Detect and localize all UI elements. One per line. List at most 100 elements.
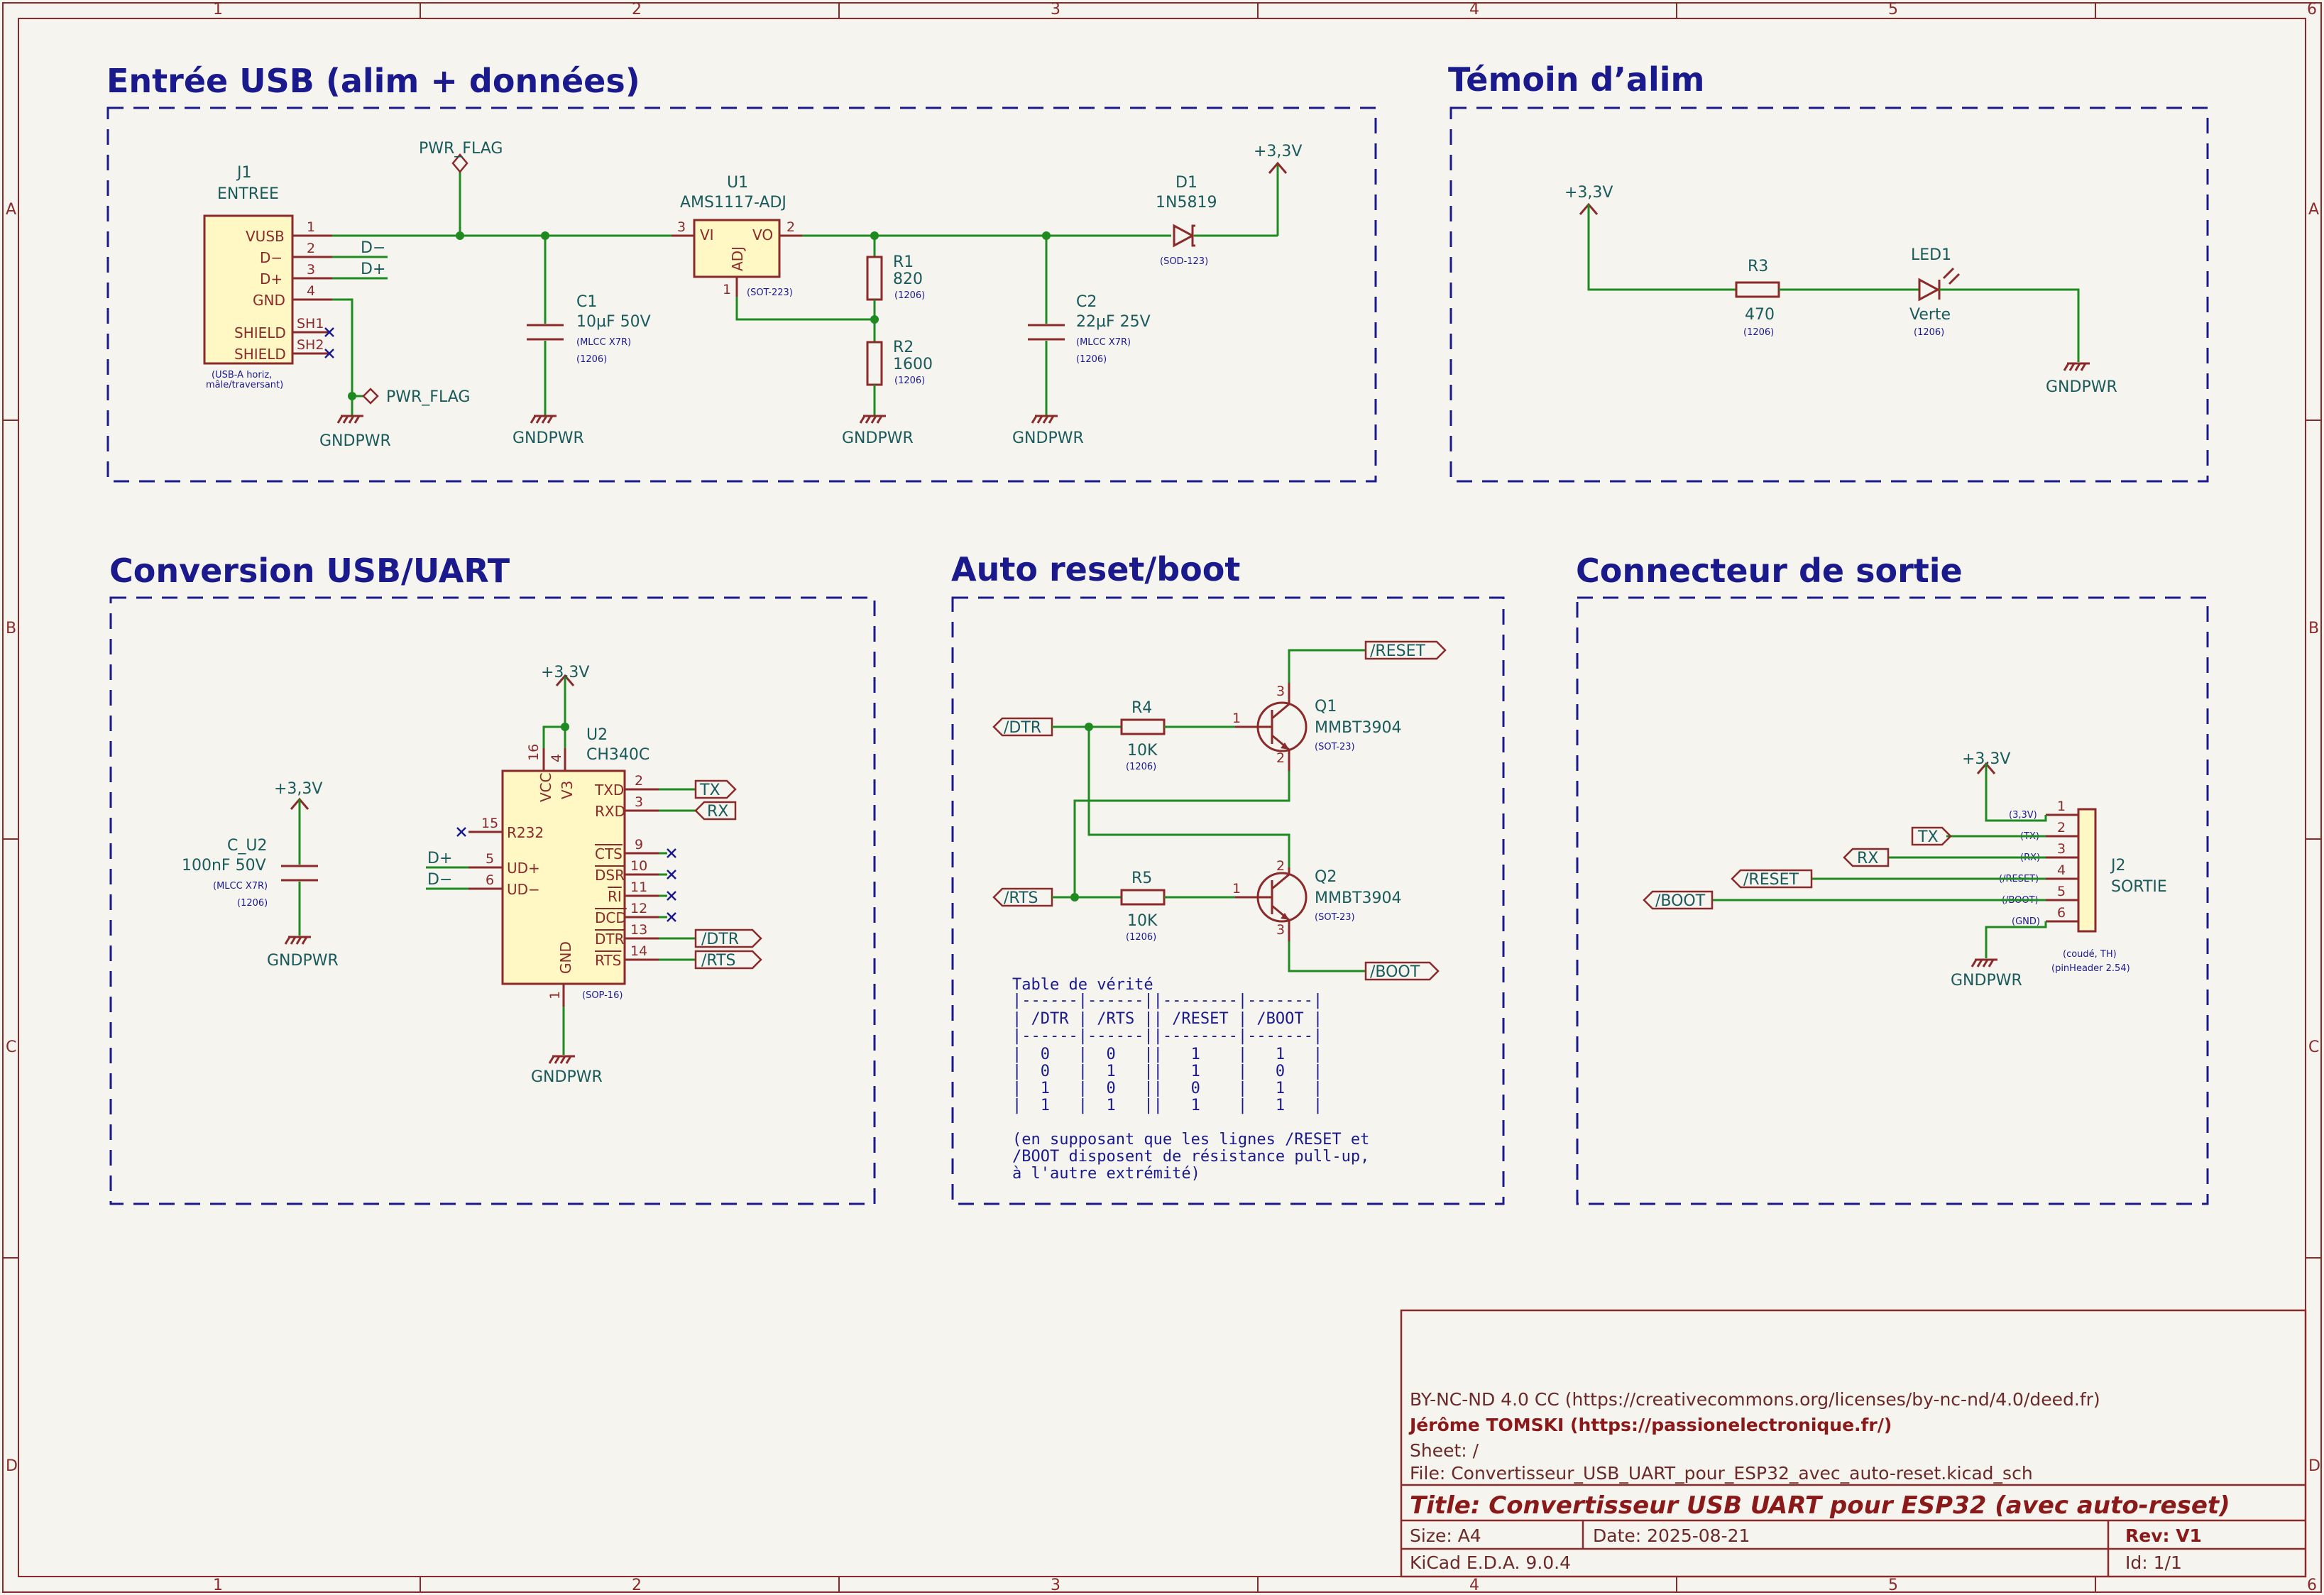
cu2-note-2: (1206) [237, 898, 268, 909]
label-dtr-u2: /DTR [701, 931, 739, 948]
q1-ref: Q1 [1315, 698, 1337, 716]
global-label-tx-j2[interactable] [1911, 826, 1952, 846]
col-label-6-bottom: 6 [2307, 1577, 2317, 1594]
j1-num-3: 3 [307, 262, 315, 278]
col-label-5: 5 [1888, 1, 1898, 18]
label-rts-ar: /RTS [1004, 889, 1038, 907]
u1-num-1: 1 [723, 282, 731, 297]
u2-ch340c-body[interactable] [501, 769, 626, 985]
r5-value: 10K [1127, 912, 1158, 930]
u1-regulator-body[interactable] [693, 219, 781, 278]
j1-num-1: 1 [307, 219, 315, 235]
u2-pin-udm: UD− [507, 881, 540, 898]
d1-diode-symbol[interactable] [1173, 224, 1195, 248]
r2-value: 1600 [893, 356, 933, 373]
label-reset-ar: /RESET [1370, 642, 1425, 660]
v33-label-d1: +3,3V [1254, 143, 1302, 160]
gnd-label-j1: GNDPWR [319, 432, 391, 450]
u1-num-2: 2 [786, 219, 795, 235]
j2-ref: J2 [2110, 857, 2126, 875]
u1-value: AMS1117-ADJ [680, 194, 786, 212]
q2-num-2: 2 [1276, 858, 1285, 874]
col-label-2-bottom: 2 [632, 1577, 642, 1594]
q1-num-3: 3 [1276, 684, 1285, 699]
label-tx-u2: TX [699, 782, 720, 799]
v33-label-cu2: +3,3V [274, 780, 322, 798]
j1-pin-gnd: GND [253, 292, 285, 309]
u2-pin-rxd: RXD [595, 803, 625, 820]
row-label-a-right: A [2308, 201, 2319, 219]
u2-ref: U2 [586, 726, 608, 744]
global-label-tx-u2[interactable] [694, 779, 737, 799]
label-rx-u2: RX [707, 803, 728, 821]
gnd-label-led: GNDPWR [2046, 378, 2117, 396]
truth-table-row-1: | 0 | 0 || 1 | 1 | [1012, 1046, 1322, 1063]
truth-table-note-3: à l'autre extrémité) [1012, 1165, 1200, 1183]
j2-num-4: 4 [2057, 862, 2066, 878]
j1-connector-body[interactable] [203, 214, 294, 365]
r5-resistor-symbol[interactable] [1120, 889, 1166, 906]
col-label-1-bottom: 1 [213, 1577, 223, 1594]
label-rts-u2: /RTS [701, 952, 736, 970]
led1-symbol[interactable] [1918, 278, 1941, 302]
global-label-reset-j2[interactable] [1731, 869, 1813, 889]
u2-num-13: 13 [630, 922, 647, 938]
u2-pin-udp: UD+ [507, 860, 540, 877]
r3-package: (1206) [1743, 327, 1774, 338]
j1-num-sh1: SH1 [297, 316, 324, 331]
u2-pin-cts: CTS [595, 845, 623, 862]
j2-num-1: 1 [2057, 799, 2066, 814]
global-label-dtr-u2[interactable] [694, 928, 762, 948]
j2-connector-body[interactable] [2077, 808, 2097, 933]
ground-icon [859, 415, 886, 424]
global-label-reset-ar[interactable] [1364, 640, 1447, 660]
c1-ref: C1 [576, 293, 597, 311]
global-label-rx-j2[interactable] [1843, 848, 1890, 867]
j2-num-3: 3 [2057, 841, 2066, 857]
power-arrow-icon [1268, 161, 1288, 174]
section-box-usb-uart [109, 596, 876, 1205]
r3-resistor-symbol[interactable] [1735, 281, 1780, 298]
r5-ref: R5 [1131, 870, 1152, 887]
row-label-d-right: D [2308, 1457, 2320, 1475]
u2-num-11: 11 [630, 879, 647, 895]
row-label-d: D [6, 1457, 18, 1475]
u2-num-3: 3 [635, 794, 643, 810]
output-connector-circuit: 1 2 3 4 5 6 (3,3V) (TX) (RX) (/RESET) (/… [1643, 750, 2167, 990]
col-label-4: 4 [1469, 1, 1479, 18]
cu2-note-1: (MLCC X7R) [213, 881, 268, 892]
ground-icon [1031, 415, 1058, 424]
u2-pin-ri: RI [608, 888, 622, 905]
gnd-label-u2: GNDPWR [531, 1068, 603, 1086]
u1-num-3: 3 [677, 219, 686, 235]
c1-note-2: (1206) [576, 354, 607, 365]
pwr-flag-label-1: PWR_FLAG [419, 140, 503, 158]
u2-pin-rts: RTS [595, 952, 621, 969]
row-label-c-right: C [2308, 1038, 2319, 1056]
j2-num-6: 6 [2057, 905, 2066, 921]
power-led-circuit: +3,3V GNDPWR R3 470 (1206) LED1 Verte (1… [1564, 184, 2117, 396]
global-label-boot-ar[interactable] [1364, 961, 1440, 981]
title-block-title: Title: Convertisseur USB UART pour ESP32… [1410, 1491, 2230, 1520]
u2-package: (SOP-16) [582, 990, 623, 1001]
j2-pin-33v: (3,3V) [2009, 810, 2037, 821]
title-block-size: Size: A4 [1410, 1525, 1481, 1546]
title-block-rev: Rev: V1 [2125, 1525, 2202, 1546]
ground-icon [1971, 958, 1997, 968]
q2-ref: Q2 [1315, 868, 1337, 886]
global-label-boot-j2[interactable] [1643, 890, 1714, 910]
j2-num-5: 5 [2057, 884, 2066, 899]
global-label-rts-u2[interactable] [694, 950, 762, 970]
c2-note-2: (1206) [1076, 354, 1107, 365]
j2-value: SORTIE [2111, 878, 2167, 896]
global-label-rx-u2[interactable] [694, 801, 737, 821]
gnd-label-r2: GNDPWR [842, 429, 914, 447]
label-rx-j2: RX [1857, 850, 1878, 867]
pwr-flag-icon [362, 388, 379, 405]
j1-no-connect-marks [324, 327, 334, 358]
j2-num-2: 2 [2057, 820, 2066, 835]
r4-resistor-symbol[interactable] [1120, 718, 1166, 735]
u1-ref: U1 [727, 174, 748, 192]
